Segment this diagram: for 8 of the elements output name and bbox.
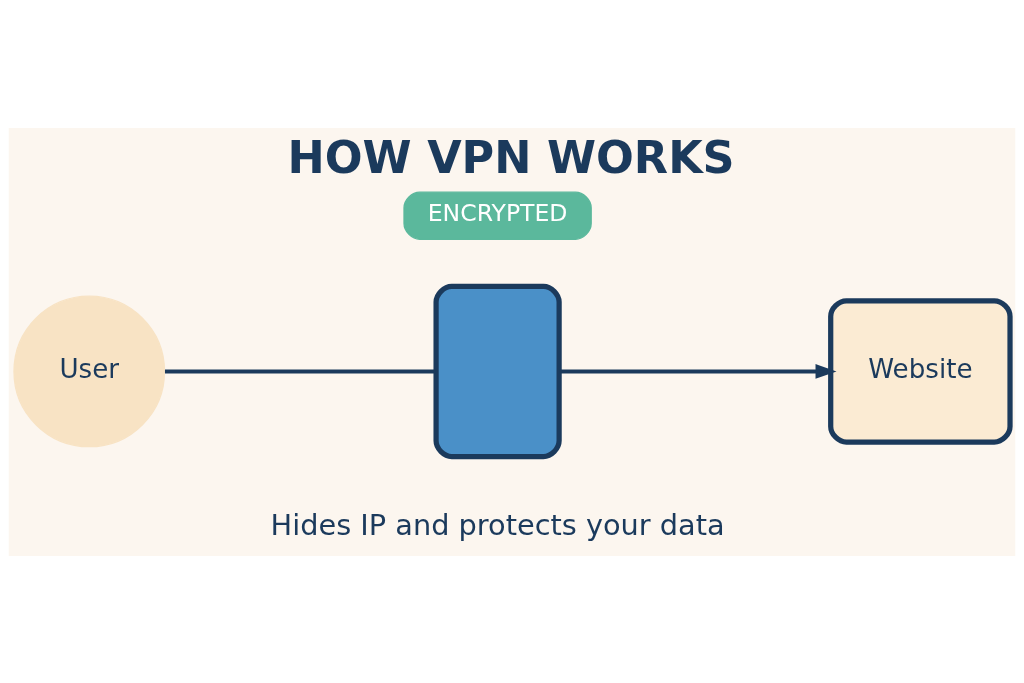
label: Hides IP and protects your data [270, 507, 725, 542]
connector [164, 369, 436, 373]
arrow [559, 363, 837, 379]
node-box [433, 283, 562, 459]
diagram-title: HOW VPN WORKS [287, 131, 735, 183]
node-box: ENCRYPTED [403, 190, 592, 240]
node-circle: User [13, 295, 166, 447]
node-box: Website [828, 297, 1013, 445]
